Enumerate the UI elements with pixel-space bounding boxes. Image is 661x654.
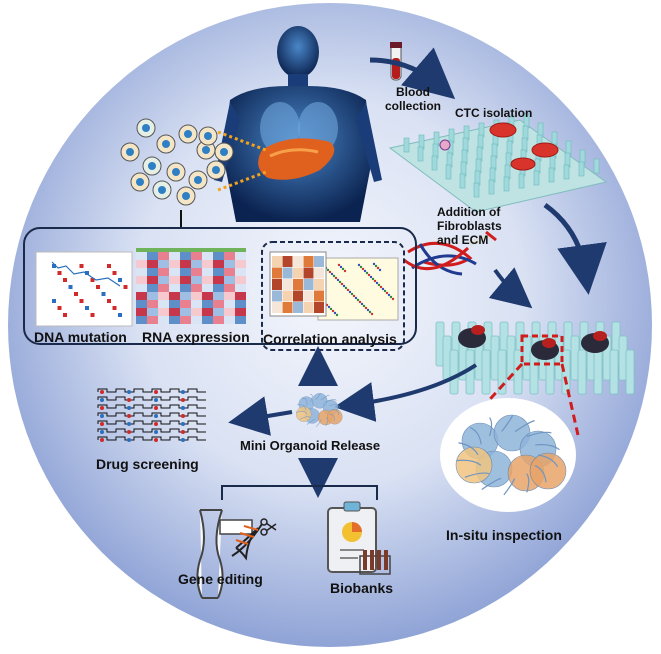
tumor-cell-nucleus <box>142 124 150 132</box>
label-addition-line2: Fibroblasts <box>437 219 502 233</box>
tumor-cell-nucleus <box>220 148 228 156</box>
zoom-box <box>520 334 564 366</box>
biobank-clipboard-icon <box>327 501 377 573</box>
chip-pillar <box>593 158 600 174</box>
culture-pillar <box>561 349 571 395</box>
culture-pillar <box>577 349 587 395</box>
label-rna-expression: RNA expression <box>142 329 250 345</box>
culture-pillar-array <box>435 321 635 395</box>
organoid-cell <box>529 452 567 490</box>
tumor-cells-cluster <box>120 118 234 206</box>
analysis-box <box>23 227 417 345</box>
organoid-cell <box>327 409 343 425</box>
dna-helix-icon <box>231 523 263 561</box>
chip-pillar <box>533 170 540 186</box>
chromosome-icon <box>196 509 253 599</box>
tumor-cell-nucleus <box>184 130 192 138</box>
red-blood-cells <box>439 122 559 171</box>
culture-pillar <box>625 349 635 395</box>
arrow-to-ctc <box>369 47 456 100</box>
tumor-cell-nucleus <box>182 192 190 200</box>
tumor-cell-nucleus <box>136 178 144 186</box>
culture-pillar <box>481 349 491 395</box>
fibroblasts-ecm-icon <box>403 230 497 276</box>
test-tubes-icon <box>359 550 391 575</box>
culture-pillar <box>609 349 619 395</box>
label-blood-line1: Blood <box>396 85 430 99</box>
chip-pillar <box>503 176 510 192</box>
label-gene-editing: Gene editing <box>178 571 263 587</box>
tumor-cell-nucleus <box>212 166 220 174</box>
label-addition: Addition of Fibroblasts and ECM <box>437 205 502 247</box>
arrow-to-drug <box>228 396 293 436</box>
label-drug-screening: Drug screening <box>96 456 199 472</box>
chip-pillar <box>417 146 424 162</box>
dna-mutation-plot <box>35 251 133 327</box>
chip-pillar <box>548 167 555 183</box>
chip-pillar <box>403 137 410 153</box>
organoid-magnified <box>455 414 567 496</box>
correlation-box <box>261 241 405 351</box>
label-biobanks: Biobanks <box>330 580 394 596</box>
chip-pillar <box>445 164 452 180</box>
label-in-situ: In-situ inspection <box>446 527 562 543</box>
chip-pillar <box>459 173 466 189</box>
rna-expression-heatmap <box>136 248 246 324</box>
drug-screening-plate <box>97 388 206 442</box>
culture-pillar <box>449 349 459 395</box>
correlation-heatmap <box>269 251 399 321</box>
arrow-ecm <box>488 267 533 309</box>
zoom-line-bottom <box>217 170 267 192</box>
tumor-cell-nucleus <box>148 162 156 170</box>
chip-pillar <box>431 155 438 171</box>
tumor-cell-nucleus <box>194 176 202 184</box>
mini-organoid-icon <box>296 392 343 427</box>
bracket <box>221 485 378 500</box>
label-blood: Blood collection <box>378 85 448 113</box>
chip-pillar <box>578 161 585 177</box>
organoid-cell <box>455 446 493 484</box>
tumor-cell-nucleus <box>172 168 180 176</box>
label-blood-line2: collection <box>384 99 441 113</box>
label-correlation: Correlation analysis <box>263 331 397 347</box>
label-addition-line3: and ECM <box>437 233 489 247</box>
zoom-line-top <box>217 130 267 152</box>
label-dna-mutation: DNA mutation <box>34 329 127 345</box>
organoid-clumps <box>458 325 609 360</box>
tumor-cell-nucleus <box>158 186 166 194</box>
arrow-to-culture <box>543 202 607 295</box>
label-addition-line1: Addition of <box>437 205 501 219</box>
tumor-cell-nucleus <box>204 132 212 140</box>
zoom-line-left <box>460 362 524 432</box>
culture-pillar <box>513 349 523 395</box>
scissors-icon <box>260 518 277 536</box>
culture-pillar <box>593 349 603 395</box>
chip-pillar <box>473 182 480 198</box>
tumor-cell-nucleus <box>162 140 170 148</box>
arrow-to-release <box>334 363 478 422</box>
chip-pillar <box>488 179 495 195</box>
label-ctc-isolation: CTC isolation <box>455 106 533 120</box>
liver-icon <box>258 138 335 180</box>
chip-pillar <box>518 173 525 189</box>
organoid-cell <box>296 406 312 422</box>
chip-pillar <box>563 164 570 180</box>
tumor-cell-nucleus <box>202 146 210 154</box>
tumor-cell-nucleus <box>126 148 134 156</box>
label-mini-organoid: Mini Organoid Release <box>240 438 381 453</box>
